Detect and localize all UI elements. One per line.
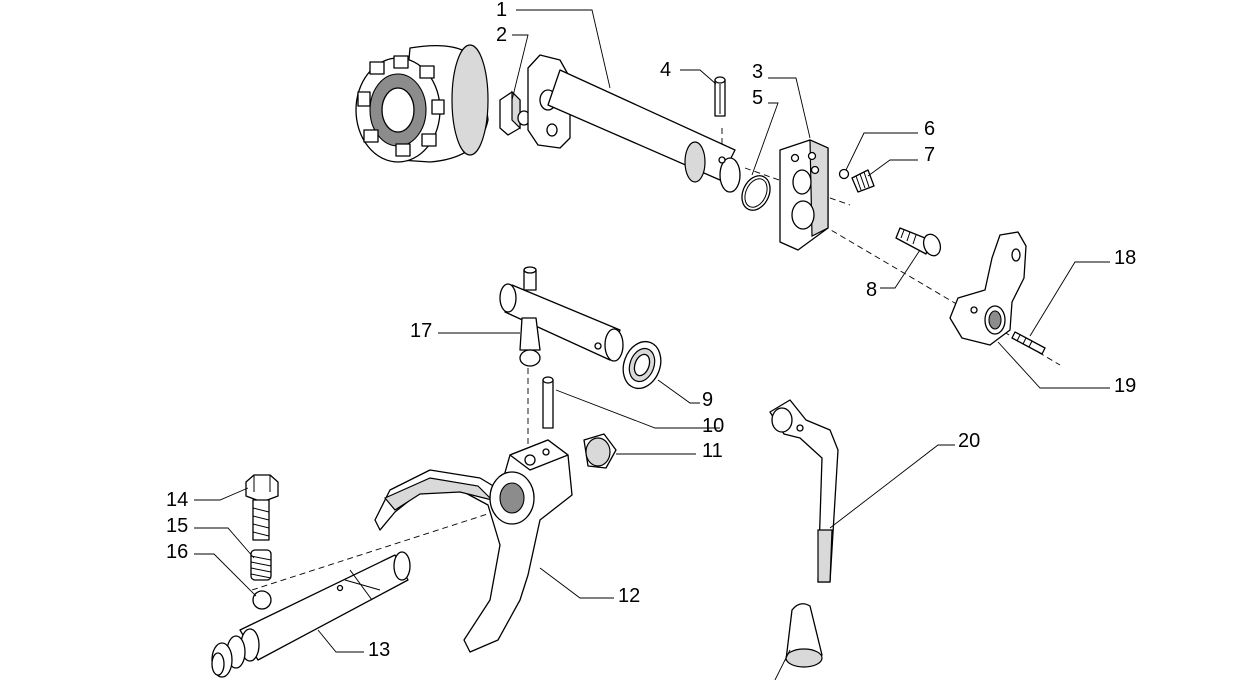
part-16-ball <box>252 590 272 610</box>
callout-20: 20 <box>958 430 980 452</box>
part-19-lever <box>949 231 1027 346</box>
callout-16: 16 <box>166 541 188 563</box>
part-3-plate <box>779 139 829 251</box>
part-1-shift-rail <box>527 54 741 193</box>
callout-12: 12 <box>618 585 640 607</box>
callout-labels: 1 2 3 4 5 6 7 8 9 10 11 12 13 14 15 16 1… <box>166 0 1136 661</box>
part-6-ball <box>838 168 850 180</box>
callout-10: 10 <box>702 415 724 437</box>
callout-4: 4 <box>660 59 671 81</box>
callout-15: 15 <box>166 515 188 537</box>
part-18-pin <box>1011 331 1046 355</box>
part-12-shift-fork <box>374 439 573 653</box>
lever-knob <box>785 603 823 668</box>
callout-19: 19 <box>1114 375 1136 397</box>
part-20-crank-lever <box>769 399 839 583</box>
callout-7: 7 <box>924 144 935 166</box>
part-4-roll-pin <box>714 76 726 117</box>
callout-1: 1 <box>496 0 507 21</box>
callout-8: 8 <box>866 279 877 301</box>
leader-lines <box>194 9 1110 680</box>
part-15-spring <box>250 549 272 581</box>
coupling-sleeve <box>355 44 489 163</box>
part-14-bolt <box>245 474 279 541</box>
callout-14: 14 <box>166 489 188 511</box>
part-17-shaft <box>499 266 624 367</box>
callout-3: 3 <box>752 61 763 83</box>
callout-13: 13 <box>368 639 390 661</box>
part-5-o-ring <box>741 175 771 211</box>
part-13-rail <box>211 551 411 678</box>
part-9-bushing <box>622 340 662 390</box>
part-2-block <box>499 90 531 136</box>
part-10-pin <box>542 376 554 429</box>
callout-5: 5 <box>752 87 763 109</box>
callout-2: 2 <box>496 24 507 46</box>
part-7-spring <box>851 169 875 193</box>
part-11-sleeve <box>583 433 617 469</box>
callout-9: 9 <box>702 389 713 411</box>
part-8-screw <box>895 227 942 257</box>
callout-18: 18 <box>1114 247 1136 269</box>
callout-17: 17 <box>410 320 432 342</box>
callout-11: 11 <box>702 440 723 462</box>
callout-6: 6 <box>924 118 935 140</box>
